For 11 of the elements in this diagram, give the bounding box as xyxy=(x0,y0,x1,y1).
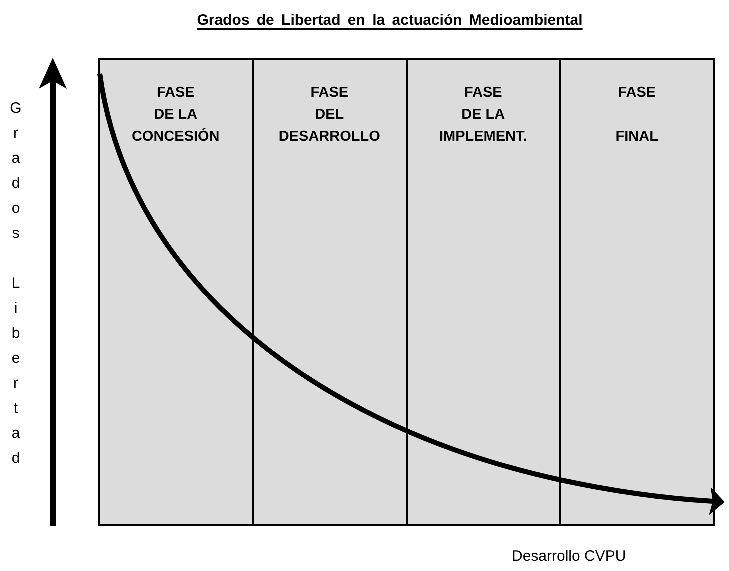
phase-name: FINAL xyxy=(616,128,658,147)
phase-name: DEL DESARROLLO xyxy=(278,106,382,147)
phase-name: DE LA IMPLEMENT. xyxy=(438,106,528,147)
phase-heading: FASE xyxy=(310,84,349,103)
phase-heading: FASE xyxy=(156,84,195,103)
axis-label: Desarrollo CVPU xyxy=(512,548,626,565)
phase-name: DE LA CONCESIÓN xyxy=(130,106,221,147)
axis-label: Grados Libertad xyxy=(9,99,23,469)
phase-heading: FASE xyxy=(464,84,502,103)
diagram-title: Grados de Libertad en la actuación Medioambiental xyxy=(197,12,583,29)
phase-heading: FASE xyxy=(618,84,656,103)
